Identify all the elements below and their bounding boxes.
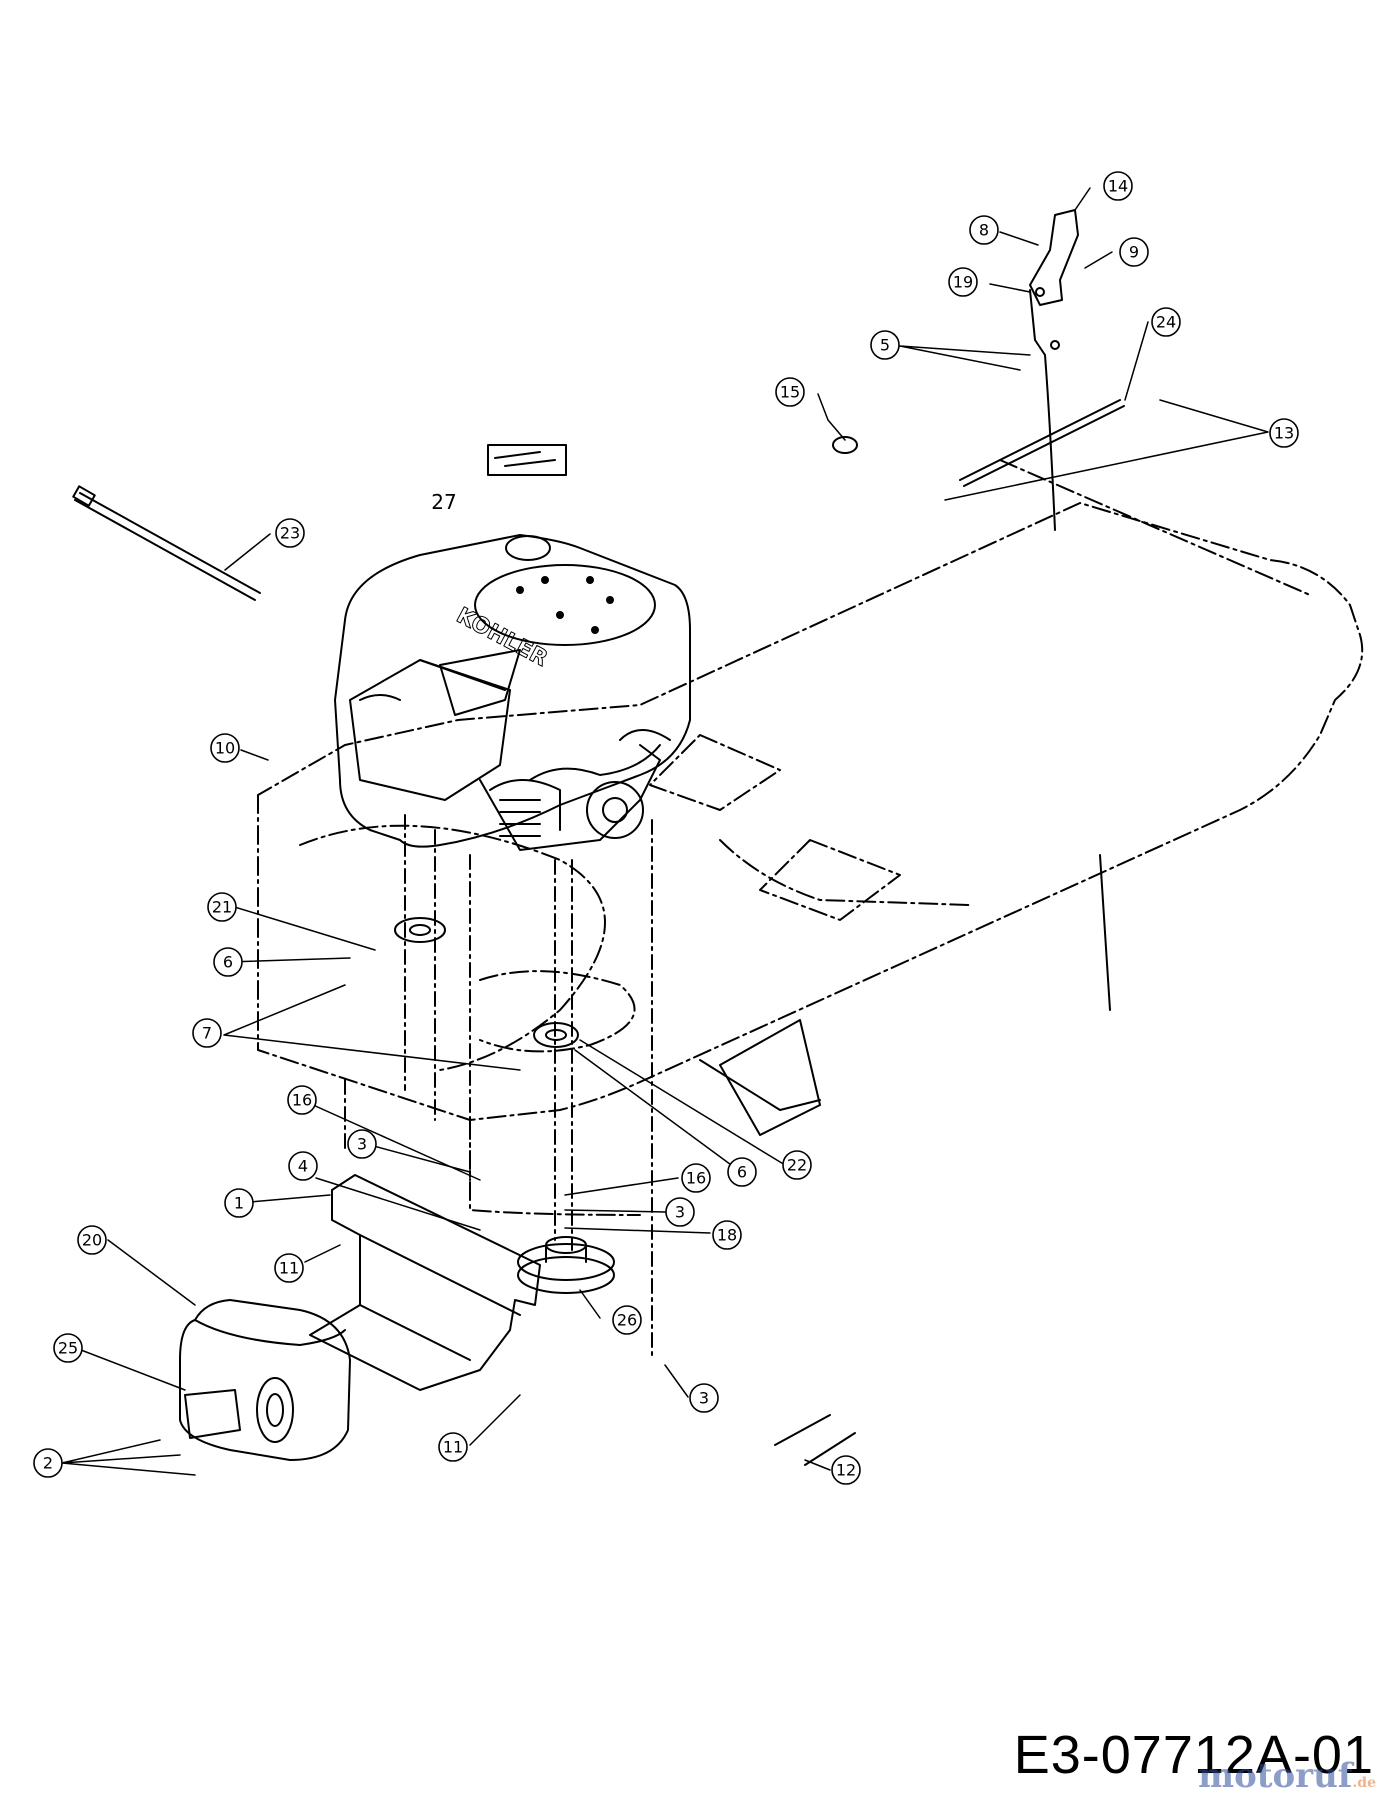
- callout-14: 14: [1108, 177, 1128, 196]
- watermark-suffix: .de: [1352, 1775, 1376, 1791]
- callout-2: 2: [43, 1454, 53, 1473]
- engine-brand-text: KOHLER: [452, 603, 551, 672]
- watermark-text: motoruf: [1198, 1756, 1353, 1796]
- cable-right: [1099, 854, 1111, 1011]
- callout-6-left: 6: [223, 953, 233, 972]
- callout-18: 18: [717, 1226, 737, 1245]
- callout-9: 9: [1129, 243, 1139, 262]
- callout-3-right: 3: [675, 1203, 685, 1222]
- mount-tubes: [344, 814, 653, 1361]
- callout-3-bottom: 3: [699, 1389, 709, 1408]
- callout-16-left: 16: [292, 1091, 312, 1110]
- kohler-engine: KOHLER: [334, 534, 691, 851]
- callout-20: 20: [82, 1231, 102, 1250]
- callout-circles: [33, 171, 1299, 1485]
- callout-25: 25: [58, 1339, 78, 1358]
- callout-5: 5: [880, 336, 890, 355]
- spacer-27: [487, 444, 567, 476]
- callout-8: 8: [979, 221, 989, 240]
- drawing-number: E3-07712A-01: [1013, 1725, 1374, 1785]
- clip-15: [832, 436, 858, 454]
- callout-11-lower: 11: [443, 1438, 463, 1457]
- callout-24: 24: [1156, 313, 1176, 332]
- callout-22: 22: [787, 1156, 807, 1175]
- shafts-12: [774, 1414, 856, 1466]
- throttle-lever: [1029, 209, 1079, 531]
- frame-bracket-right: [699, 1019, 821, 1136]
- callout-19: 19: [953, 273, 973, 292]
- callout-13: 13: [1274, 424, 1294, 443]
- rod-24: [959, 399, 1125, 487]
- spacer-21: [394, 917, 446, 943]
- callout-3-left: 3: [357, 1135, 367, 1154]
- callout-4: 4: [298, 1157, 308, 1176]
- label-27: 27: [431, 490, 456, 514]
- frame-plate: [257, 459, 1364, 1216]
- pulley-26: [517, 1236, 615, 1294]
- watermark-logo: motoruf.de: [1198, 1756, 1376, 1796]
- callout-11-upper: 11: [279, 1259, 299, 1278]
- callout-7: 7: [202, 1024, 212, 1043]
- callout-10: 10: [215, 739, 235, 758]
- callout-21: 21: [212, 898, 232, 917]
- callout-26: 26: [617, 1311, 637, 1330]
- callout-1: 1: [234, 1194, 244, 1213]
- callout-6-right: 6: [737, 1163, 747, 1182]
- cable-23: [72, 485, 261, 601]
- spacer-22: [533, 1022, 579, 1048]
- muffler-20: [179, 1299, 351, 1461]
- leader-lines: [61, 187, 1269, 1476]
- callout-15: 15: [780, 383, 800, 402]
- callout-labels: 14 8 9 19 24 5 15 13 23 10 21 6 7 16 3 4…: [43, 177, 1294, 1480]
- heat-shield-25: [184, 1389, 241, 1439]
- bracket-1: [309, 1174, 541, 1391]
- callout-12: 12: [836, 1461, 856, 1480]
- callout-16-right: 16: [686, 1169, 706, 1188]
- callout-23: 23: [280, 524, 300, 543]
